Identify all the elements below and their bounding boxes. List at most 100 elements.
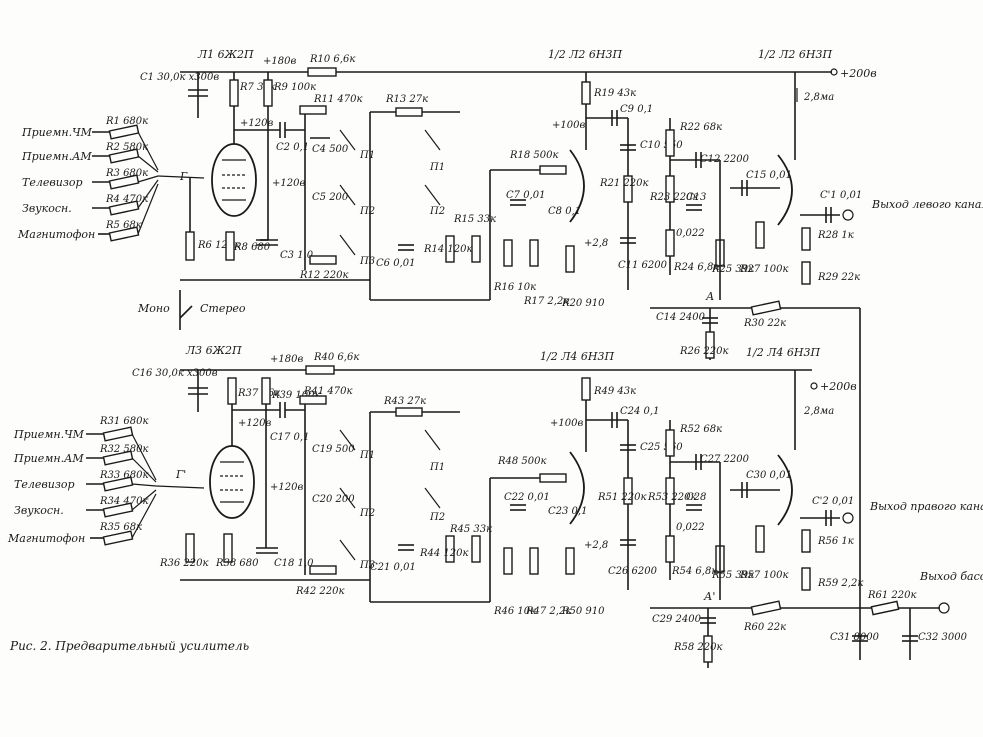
c14-label: C14 2400	[656, 312, 706, 323]
inputs-top: Приемн.ЧМ Приемн.АМ Телевизор Звукосн. М…	[17, 116, 205, 242]
r23-label: R23 220к	[649, 192, 699, 203]
r44-label: R44 120к	[419, 548, 469, 559]
c20-label: C20 200	[312, 494, 355, 505]
r6-label: R6 120к	[197, 240, 240, 251]
input-res-label: R4 470к	[105, 194, 148, 205]
v120-top-b: +120в	[272, 178, 305, 189]
r26-label: R26 220к	[679, 346, 729, 357]
r10-label: R10 6,6к	[309, 54, 355, 65]
r40-label: R40 6,6к	[313, 352, 359, 363]
r43-label: R43 27к	[383, 396, 426, 407]
input-label: Телевизор	[22, 176, 83, 189]
c29-label: C29 2400	[652, 614, 702, 625]
r51-label: R51 220к	[597, 492, 647, 503]
input-res-label: R31 680к	[99, 416, 149, 427]
v100-top: +100в	[552, 120, 585, 131]
input-label: Звукосн.	[22, 202, 72, 215]
input-res-label: R2 580к	[105, 142, 148, 153]
v120-bottom-b: +120в	[270, 482, 303, 493]
p3-label: П3	[359, 256, 375, 267]
r46-label: R46 10к	[493, 606, 536, 617]
c9-label: C9 0,1	[620, 104, 653, 115]
v180-bottom: +180в	[270, 354, 303, 365]
p1-label: П1	[359, 150, 375, 161]
r7-label: R7 36к	[239, 82, 276, 93]
p2-label: П2	[359, 206, 375, 217]
c31-label: C31 8000	[830, 632, 880, 643]
tube-l2b-label: 1/2 Л2 6Н3П	[758, 48, 832, 61]
inputs-bottom: Приемн.ЧМ Приемн.АМ Телевизор Звукосн. М…	[7, 416, 205, 546]
bottom-channel: +200в 2,8ма 1/2 Л4 6Н3П 1/2 Л4 6Н3П Л3 6…	[7, 308, 983, 668]
input-label: Магнитофон	[17, 228, 95, 241]
r12-label: R12 220к	[299, 270, 349, 281]
r47-label: R47 2,2к	[525, 606, 571, 617]
r16-label: R16 10к	[493, 282, 536, 293]
p2b-label: П2	[359, 508, 375, 519]
node-a-prime-label: А'	[703, 590, 715, 603]
r30-label: R30 22к	[743, 318, 786, 329]
r15-label: R15 33к	[453, 214, 496, 225]
input-label: Приемн.ЧМ	[13, 428, 85, 441]
input-res-label: R5 68к	[105, 220, 142, 231]
r36-label: R36 220к	[159, 558, 209, 569]
c6-label: C6 0,01	[376, 258, 415, 269]
r37-label: R37 36к	[237, 388, 280, 399]
current-top-label: 2,8ма	[803, 92, 834, 103]
r57-label: R57 100к	[739, 570, 789, 581]
tube-l2-label: 1/2 Л2 6Н3П	[548, 48, 622, 61]
p2b-label-b: П2	[429, 512, 445, 523]
p3b-label: П3	[359, 560, 375, 571]
switch-g-bottom-label: Г'	[175, 468, 186, 481]
v120-top-a: +120в	[240, 118, 273, 129]
c3-label: C3 1,0	[280, 250, 314, 261]
c17-label: C17 0,1	[270, 432, 309, 443]
r61-label: R61 220к	[867, 590, 917, 601]
tube-l3-label: Л3 6Ж2П	[185, 344, 242, 357]
c022-top: 0,022	[676, 228, 705, 239]
r17-label: R17 2,2к	[523, 296, 569, 307]
input-res-label: R1 680к	[105, 116, 148, 127]
r49-label: R49 43к	[593, 386, 636, 397]
r59-label: R59 2,2к	[817, 578, 863, 589]
r11-label: R11 470к	[313, 94, 363, 105]
c022-bottom: 0,022	[676, 522, 705, 533]
c1-label: C1 30,0к x300в	[140, 72, 219, 83]
p1-label-b: П1	[429, 162, 445, 173]
c19-label: C19 500	[312, 444, 355, 455]
c13-label: C13	[686, 192, 706, 203]
output-right-label: Выход правого канала	[869, 500, 983, 513]
supply-top-label: +200в	[840, 67, 877, 80]
c16-label: C16 30,0к x300в	[132, 368, 218, 379]
r9-label: R9 100к	[273, 82, 316, 93]
r52-label: R52 68к	[679, 424, 722, 435]
r41-label: R41 470к	[303, 386, 353, 397]
tube-l4b-label: 1/2 Л4 6Н3П	[746, 346, 820, 359]
c28-label: C28	[686, 492, 706, 503]
r20-label: R20 910	[561, 298, 605, 309]
p2-label-b: П2	[429, 206, 445, 217]
r8-label: R8 680	[233, 242, 271, 253]
input-res-label: R32 580к	[99, 444, 149, 455]
c11-label: C11 6200	[618, 260, 668, 271]
v28-top: +2,8	[584, 238, 608, 249]
p1b-label: П1	[359, 450, 375, 461]
r24-label: R24 6,8к	[673, 262, 719, 273]
r42-label: R42 220к	[295, 586, 345, 597]
r13-label: R13 27к	[385, 94, 428, 105]
c15-label: C15 0,01	[746, 170, 792, 181]
c1p-label: C'1 0,01	[820, 190, 862, 201]
node-a-label: А	[705, 290, 714, 303]
c10-label: C10 550	[640, 140, 683, 151]
v180-top: +180в	[263, 56, 296, 67]
r21-label: R21 220к	[599, 178, 649, 189]
c23-label: C23 0,1	[548, 506, 587, 517]
output-left-label: Выход левого канала	[871, 198, 983, 211]
r39-label: R39 100к	[271, 390, 321, 401]
v100-bottom: +100в	[550, 418, 583, 429]
r55-label: R55 39к	[711, 570, 754, 581]
input-res-label: R34 470к	[99, 496, 149, 507]
r29-label: R29 22к	[817, 272, 860, 283]
r25-label: R25 39к	[711, 264, 754, 275]
stereo-label: Стерео	[200, 302, 246, 315]
